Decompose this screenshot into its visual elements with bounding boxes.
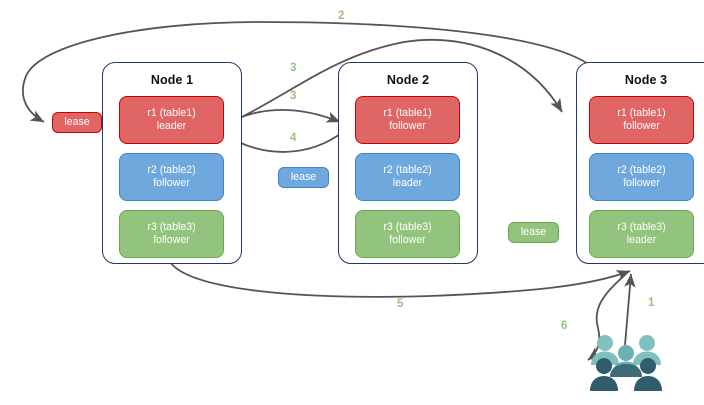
lease-chip-r3[interactable]: lease xyxy=(508,222,559,243)
replica-node1-r2-line2: follower xyxy=(153,177,190,189)
replica-node1-r2-line1: r2 (table2) xyxy=(147,163,196,176)
replica-node3-r2-line1: r2 (table2) xyxy=(617,163,666,176)
users-group-icon xyxy=(590,335,662,391)
arrow-step-5 xyxy=(169,261,631,298)
replica-node1-r1[interactable]: r1 (table1) leader xyxy=(119,96,224,144)
arrow-step-4 xyxy=(227,130,345,153)
lease-chip-r2[interactable]: lease xyxy=(278,167,329,188)
replica-node1-r3[interactable]: r3 (table3) follower xyxy=(119,210,224,258)
replica-node2-r2-line2: leader xyxy=(392,177,423,189)
replica-node1-r2[interactable]: r2 (table2) follower xyxy=(119,153,224,201)
replica-node2-r3[interactable]: r3 (table3) follower xyxy=(355,210,460,258)
arrow-step-2 xyxy=(22,21,597,123)
replica-node1-r3-line2: follower xyxy=(153,234,190,246)
step-label-1: 1 xyxy=(648,297,655,309)
replica-node2-r3-line2: follower xyxy=(389,234,426,246)
replica-node2-r1-line1: r1 (table1) xyxy=(383,106,432,119)
replica-node3-r2[interactable]: r2 (table2) follower xyxy=(589,153,694,201)
replica-node1-r1-line2: leader xyxy=(156,120,187,132)
replica-node3-r1-line2: follower xyxy=(623,120,660,132)
replica-node3-r2-line2: follower xyxy=(623,177,660,189)
arrow-step-1 xyxy=(624,273,636,346)
replica-node1-r1-line1: r1 (table1) xyxy=(147,106,196,119)
replica-node2-r3-line1: r3 (table3) xyxy=(383,220,432,233)
lease-chip-r1[interactable]: lease xyxy=(52,112,102,133)
replica-node2-r1[interactable]: r1 (table1) follower xyxy=(355,96,460,144)
step-label-4: 4 xyxy=(290,132,297,144)
replica-node3-r1-line1: r1 (table1) xyxy=(617,106,666,119)
step-label-3a: 3 xyxy=(290,62,297,74)
replica-node2-r1-line2: follower xyxy=(389,120,426,132)
arrow-step-6 xyxy=(587,271,629,361)
node-title-node1: Node 1 xyxy=(150,73,194,87)
step-label-2: 2 xyxy=(338,10,345,22)
replica-node3-r3-line1: r3 (table3) xyxy=(617,220,666,233)
replica-node3-r1[interactable]: r1 (table1) follower xyxy=(589,96,694,144)
replica-node3-r3-line2: leader xyxy=(626,234,657,246)
step-label-6: 6 xyxy=(561,320,568,332)
replica-node2-r2[interactable]: r2 (table2) leader xyxy=(355,153,460,201)
node-title-node3: Node 3 xyxy=(624,73,668,87)
node-title-node2: Node 2 xyxy=(386,73,430,87)
step-label-5: 5 xyxy=(397,298,404,310)
replica-node1-r3-line1: r3 (table3) xyxy=(147,220,196,233)
replica-node3-r3[interactable]: r3 (table3) leader xyxy=(589,210,694,258)
step-label-3b: 3 xyxy=(290,90,297,102)
arrow-step-3-to-node3 xyxy=(218,38,563,129)
replica-node2-r2-line1: r2 (table2) xyxy=(383,163,432,176)
